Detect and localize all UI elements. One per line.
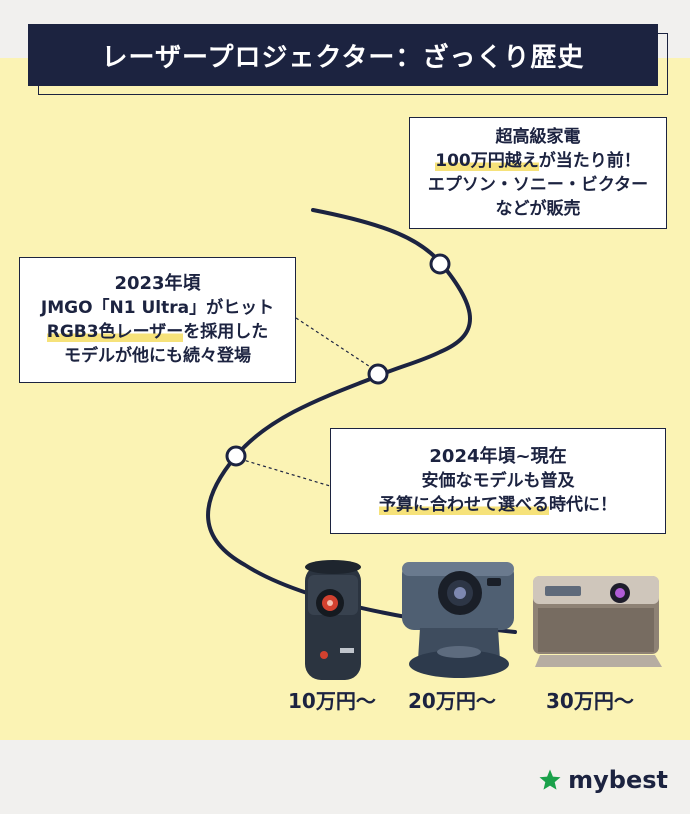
connector-2023 <box>295 317 379 373</box>
note-top-line4: などが販売 <box>495 199 581 219</box>
mybest-logo: mybest <box>538 766 668 794</box>
connector-2024 <box>239 458 331 487</box>
note-2023-line2-rest: を採用した <box>183 322 269 342</box>
note-2023-highlight: RGB3色レーザー <box>46 322 184 342</box>
note-2023: 2023年頃 JMGO「N1 Ultra」がヒット RGB3色レーザーを採用した… <box>19 257 296 383</box>
logo-text: mybest <box>568 766 668 794</box>
projector-30man-image <box>533 576 662 667</box>
price-label-30man: 30万円～ <box>546 689 634 713</box>
note-2023-line3: モデルが他にも続々登場 <box>64 346 251 366</box>
price-label-10man: 10万円～ <box>288 689 376 713</box>
projector-20man-image <box>402 562 514 678</box>
note-2024-line2: 予算に合わせて選べる時代に！ <box>331 493 665 517</box>
note-top-line2-rest: が当たり前！ <box>538 151 641 171</box>
timeline-node-top <box>429 253 451 275</box>
note-2024: 2024年頃~現在 安価なモデルも普及 予算に合わせて選べる時代に！ <box>330 428 666 534</box>
star-icon <box>539 769 561 790</box>
page-title: レーザープロジェクター：ざっくり歴史 <box>28 24 658 86</box>
price-label-20man: 20万円～ <box>408 689 496 713</box>
note-2024-line1: 安価なモデルも普及 <box>421 471 575 491</box>
note-high-end-era: 超高級家電 100万円越えが当たり前！ エプソン・ソニー・ビクター などが販売 <box>409 117 667 229</box>
projector-10man-image <box>305 560 361 680</box>
note-2024-line2-rest: 時代に！ <box>549 495 617 515</box>
timeline-node-2023 <box>367 363 389 385</box>
note-2023-heading: 2023年頃 <box>114 273 201 294</box>
note-2024-heading: 2024年頃~現在 <box>429 446 567 467</box>
note-2023-line2: RGB3色レーザーを採用した <box>20 320 295 344</box>
note-top-line1: 超高級家電 <box>495 127 581 147</box>
note-2024-highlight: 予算に合わせて選べる <box>379 495 549 515</box>
timeline-node-2024 <box>225 445 247 467</box>
note-top-highlight: 100万円越え <box>435 151 539 171</box>
note-top-line3: エプソン・ソニー・ビクター <box>427 175 649 195</box>
title-text: レーザープロジェクター：ざっくり歴史 <box>101 42 585 73</box>
note-2023-line1: JMGO「N1 Ultra」がヒット <box>40 298 275 318</box>
note-top-line2: 100万円越えが当たり前！ <box>410 149 666 173</box>
footer <box>0 740 690 814</box>
